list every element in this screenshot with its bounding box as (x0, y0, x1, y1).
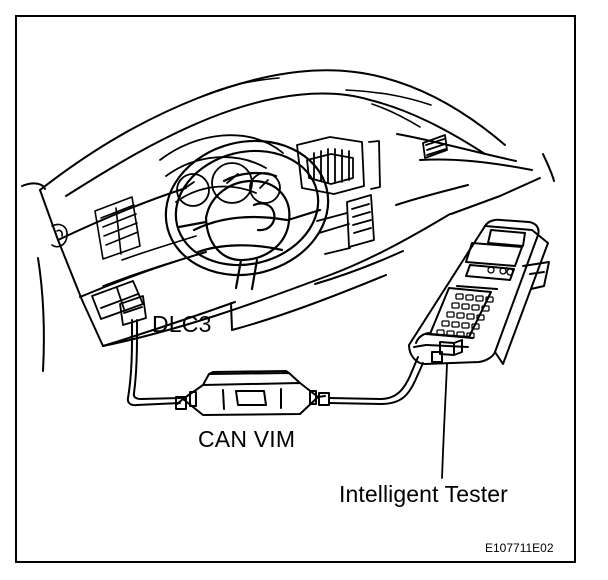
diagram-frame (15, 15, 576, 563)
can-vim-module (175, 370, 330, 416)
figure-code-label: E107711E02 (485, 541, 554, 555)
tester-leader-line (441, 363, 448, 479)
windshield-edge (197, 77, 432, 128)
dlc3-label: DLC3 (152, 311, 212, 337)
left-panel-detail (51, 223, 197, 287)
intelligent-tester-device (408, 218, 550, 365)
cable-right (328, 356, 424, 405)
intelligent-tester-label: Intelligent Tester (339, 481, 508, 507)
steering-wheel (164, 139, 330, 291)
tester-keypad (436, 266, 514, 339)
center-console (296, 134, 448, 255)
cable-left (126, 319, 182, 407)
left-air-vent (94, 196, 141, 260)
can-vim-label: CAN VIM (198, 426, 296, 452)
instrument-cluster (159, 134, 284, 207)
lower-dash-panel (91, 280, 147, 326)
